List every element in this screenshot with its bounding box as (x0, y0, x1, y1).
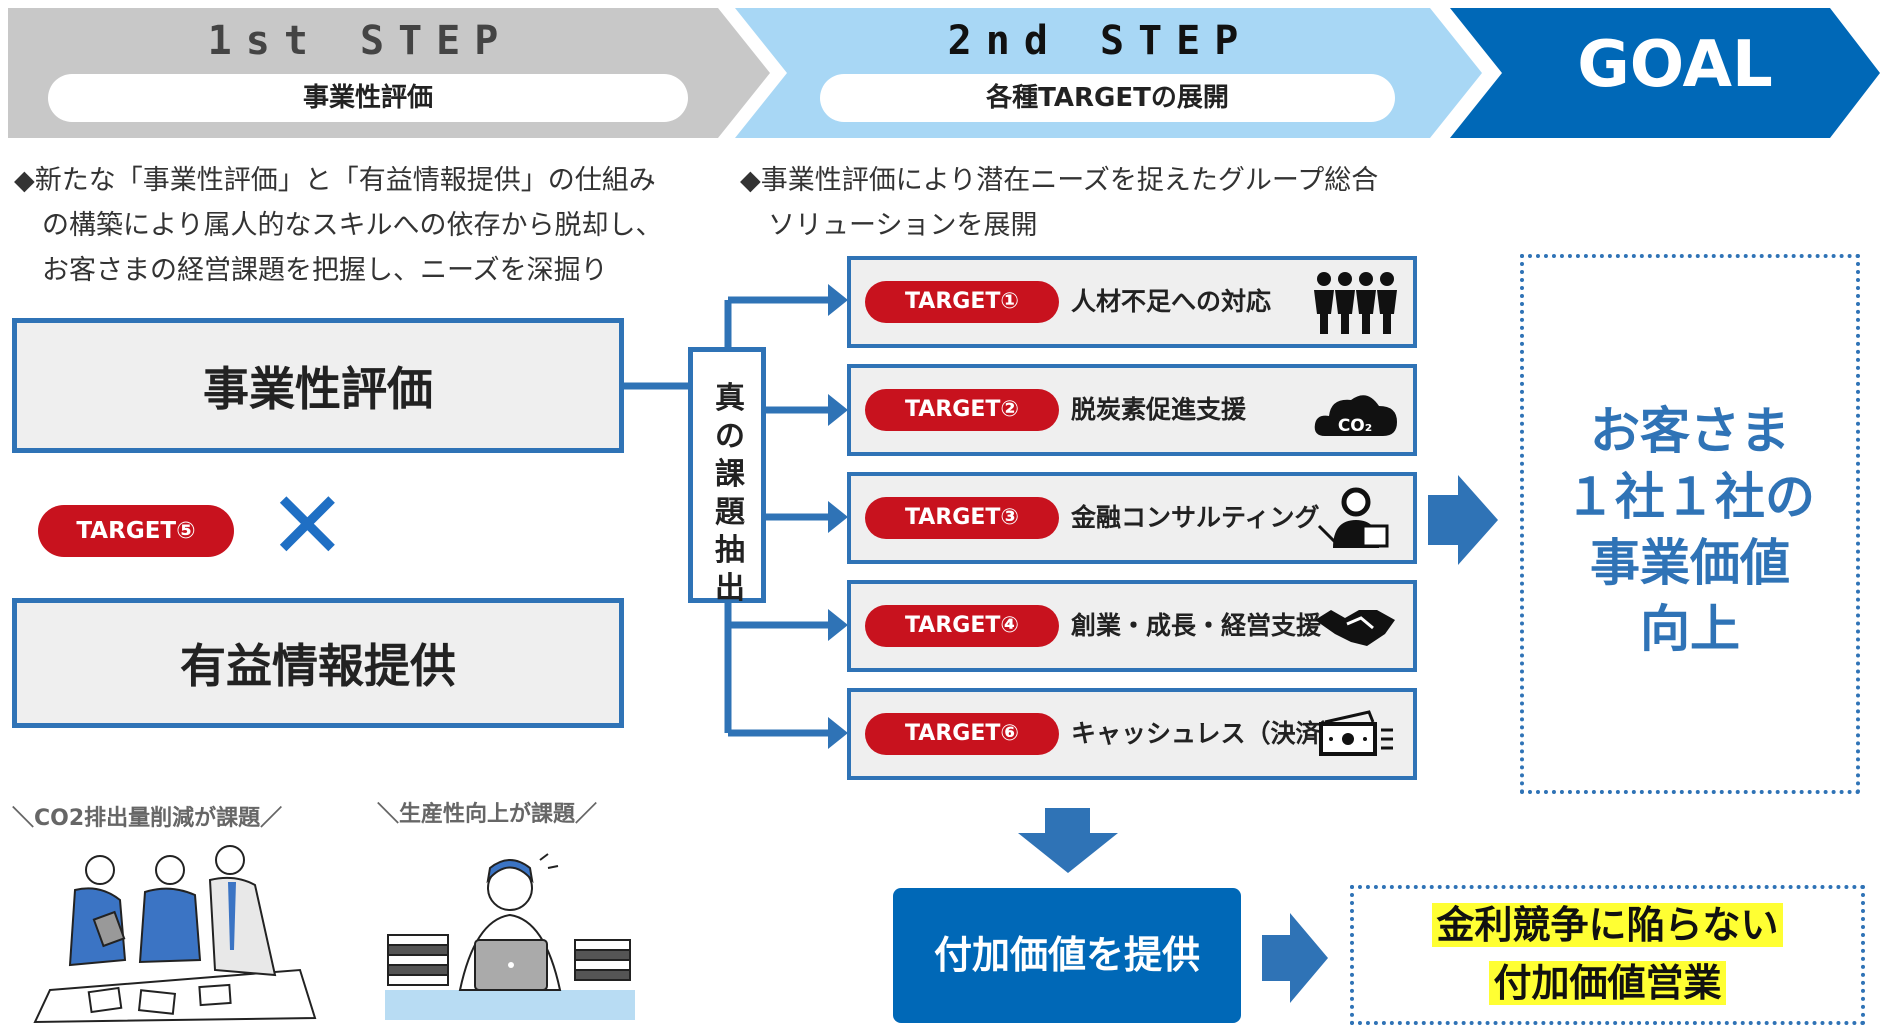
target5-badge: TARGET⑤ (38, 505, 234, 557)
people-icon (1314, 272, 1397, 334)
target-row-1: TARGET① 人材不足への対応 (847, 256, 1417, 348)
cash-icon (1319, 710, 1393, 756)
target-label: 金融コンサルティング (1071, 503, 1320, 532)
left-desc-line: の構築により属人的なスキルへの依存から脱却し、 (42, 210, 663, 241)
goal-arrow (1428, 475, 1498, 565)
business-evaluation-box: 事業性評価 (12, 318, 624, 453)
value-sales-text: 金利競争に陥らない 付加価値営業 (1350, 896, 1865, 1012)
target-label: 創業・成長・経営支援 (1071, 611, 1322, 640)
middle-description: ◆事業性評価により潜在ニーズを捉えたグループ総合 ソリューションを展開 (740, 158, 1378, 248)
target-badge: TARGET④ (865, 605, 1059, 647)
vertical-char: 真 (715, 381, 745, 416)
step2-subtitle: 各種TARGETの展開 (820, 74, 1395, 122)
target-badge: TARGET② (865, 389, 1059, 431)
goal-line: 向上 (1640, 600, 1740, 658)
step2-title: 2nd STEP (947, 18, 1253, 64)
co2-caption: ＼CO2排出量削減が課題／ (12, 806, 283, 831)
middle-desc-line: ソリューションを展開 (768, 210, 1038, 241)
consultant-icon (1317, 487, 1389, 548)
co2-cloud-icon: CO₂ (1314, 395, 1397, 436)
left-desc-line: ◆新たな「事業性評価」と「有益情報提供」の仕組み (14, 165, 656, 196)
vertical-char: 課 (715, 457, 745, 492)
target-row-6: TARGET⑥ キャッシュレス（決済） (847, 688, 1417, 780)
target-badge: TARGET③ (865, 497, 1059, 539)
left-description: ◆新たな「事業性評価」と「有益情報提供」の仕組み の構築により属人的なスキルへの… (14, 158, 662, 293)
target-label: キャッシュレス（決済） (1071, 719, 1346, 748)
goal-box (1520, 254, 1860, 794)
issue-extraction-label: 真 の 課 題 抽 出 (695, 380, 765, 608)
left-desc-line: お客さまの経営課題を把握し、ニーズを深掘り (42, 255, 608, 286)
vertical-char: 題 (715, 495, 745, 530)
target-row-2: TARGET② 脱炭素促進支援 CO₂ (847, 364, 1417, 456)
target-label: 人材不足への対応 (1071, 287, 1272, 316)
vertical-char: 抽 (715, 533, 745, 568)
goal-line: １社１社の (1565, 468, 1815, 526)
value-arrow (1262, 913, 1328, 1003)
target-row-3: TARGET③ 金融コンサルティング (847, 472, 1417, 564)
goal-line: 事業価値 (1590, 534, 1790, 592)
goal-title: GOAL (1577, 28, 1773, 102)
target-badge: TARGET⑥ (865, 713, 1059, 755)
vertical-char: 出 (715, 571, 745, 606)
co2-text: CO₂ (1338, 416, 1372, 436)
value-sales-line: 付加価値営業 (1489, 961, 1726, 1005)
value-provision-box: 付加価値を提供 (893, 888, 1241, 1023)
step1-title: 1st STEP (207, 18, 513, 64)
goal-statement: お客さま １社１社の 事業価値 向上 (1520, 398, 1860, 662)
meeting-illustration (33, 845, 317, 1024)
target-row-4: TARGET④ 創業・成長・経営支援 (847, 580, 1417, 672)
useful-info-box: 有益情報提供 (12, 598, 624, 728)
goal-line: お客さま (1590, 402, 1790, 460)
value-sales-line: 金利競争に陥らない (1432, 903, 1783, 947)
multiply-icon: ✕ (268, 472, 347, 581)
goal-chevron (1450, 8, 1880, 138)
issue-extraction-box (688, 347, 766, 603)
vertical-char: の (715, 419, 745, 454)
productivity-illustration (385, 853, 635, 1020)
productivity-caption: ＼生産性向上が課題／ (377, 802, 598, 827)
handshake-icon (1315, 610, 1395, 646)
middle-desc-line: ◆事業性評価により潜在ニーズを捉えたグループ総合 (740, 165, 1379, 196)
down-arrow (1018, 808, 1118, 873)
value-sales-box (1350, 885, 1865, 1025)
target-label: 脱炭素促進支援 (1071, 395, 1247, 424)
target-badge: TARGET① (865, 281, 1059, 323)
step1-subtitle: 事業性評価 (48, 74, 688, 122)
